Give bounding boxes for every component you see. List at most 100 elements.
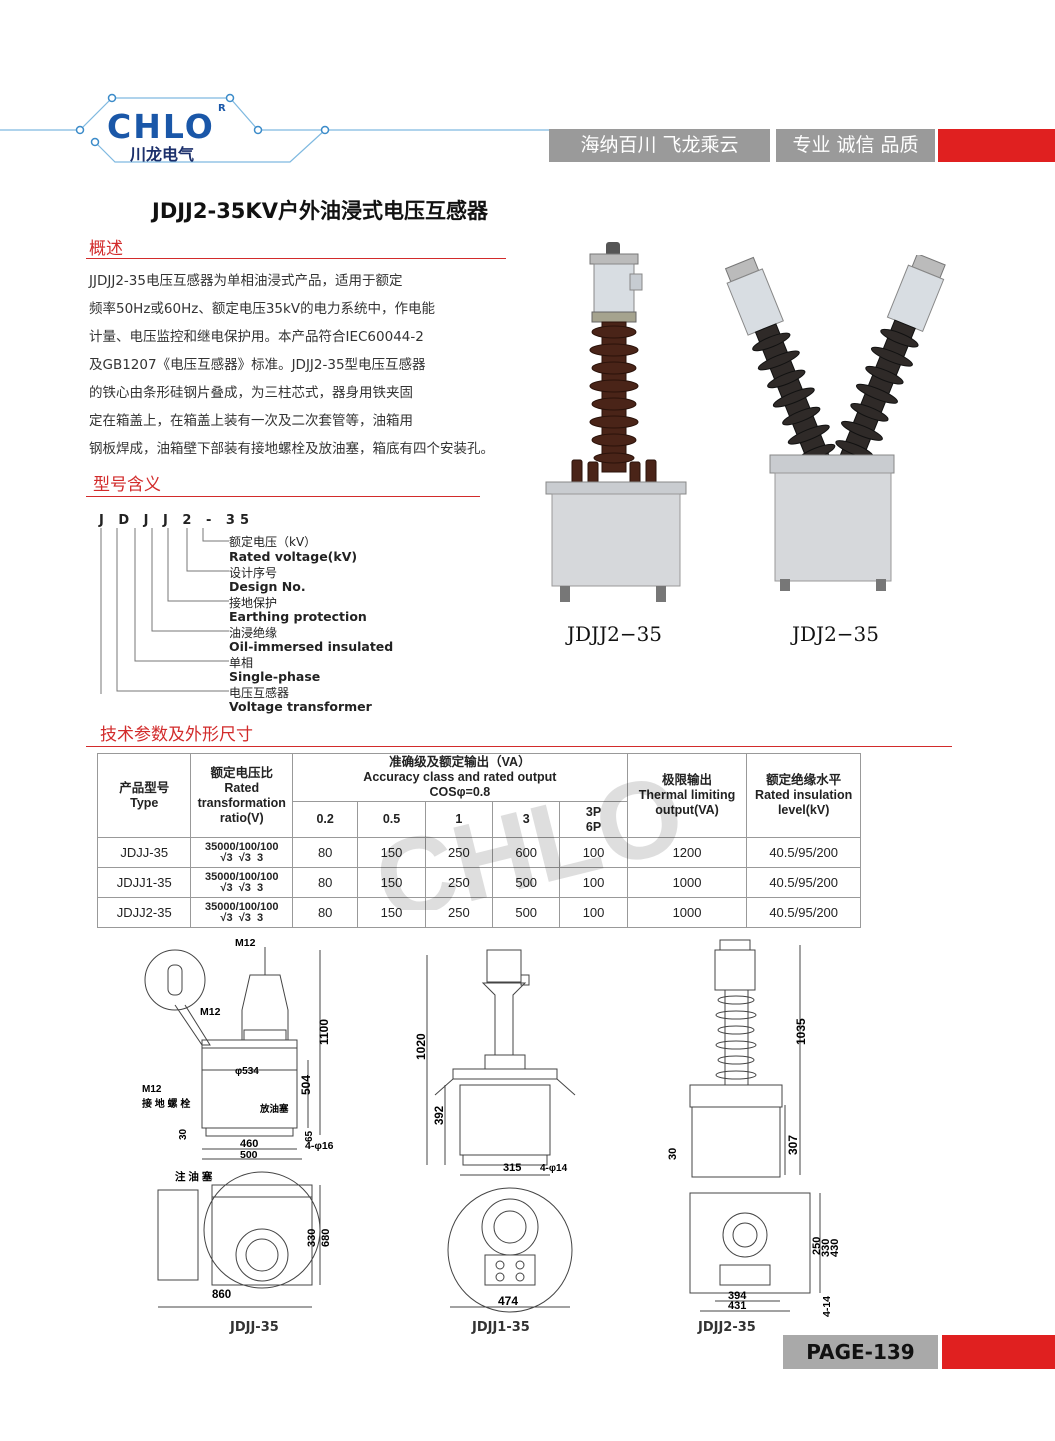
thermal-cell: 1200 [626, 837, 748, 868]
type-cell: JDJJ2-35 [96, 897, 192, 928]
header-text: Accuracy class and rated output [363, 770, 557, 784]
dim-label: 307 [786, 1135, 800, 1155]
dim-label: 392 [434, 1106, 446, 1125]
ratio-den: 3 [256, 851, 264, 864]
drawing-caption: JDJJ2-35 [698, 1320, 756, 1335]
overview-line: 定在箱盖上，在箱盖上装有一次及二次套管等，油箱用 [89, 413, 413, 429]
drawing-caption: JDJJ1-35 [472, 1320, 530, 1335]
col-ratio-header: 额定电压比 Rated transformation ratio(V) [190, 753, 294, 838]
overview-line: 钢板焊成，油箱壁下部装有接地螺栓及放油塞，箱底有四个安装孔。 [89, 441, 494, 457]
header-text: 极限输出 [662, 773, 713, 787]
ratio-den: √3 [220, 851, 233, 864]
ratio-num: 100 [238, 840, 258, 853]
value-cell: 80 [292, 897, 359, 928]
overview-line: 计量、电压监控和继电保护用。本产品符合IEC60044-2 [89, 329, 424, 345]
slogan-bar-1: 海纳百川 飞龙乘云 [549, 129, 770, 162]
dim-label: 504 [299, 1075, 313, 1095]
dim-label: 4-14 [821, 1296, 833, 1317]
ratio-cell: 35000/100/100 √3 √3 3 [190, 837, 294, 868]
photo-caption-jdj2: JDJ2−35 [792, 622, 880, 646]
header-text: level(kV) [777, 803, 830, 817]
header-text: Rated [224, 780, 260, 795]
drawing-jdjj2-35: 1035 307 30 394 431 430 330 250 4-14 [667, 939, 841, 1317]
header-text: 额定绝缘水平 [766, 773, 842, 787]
dim-label: 500 [240, 1149, 258, 1161]
insulation-cell: 40.5/95/200 [746, 867, 861, 898]
dim-label: 30 [178, 1128, 189, 1140]
overview-line: 频率50Hz或60Hz、额定电压35kV的电力系统中，作电能 [89, 301, 436, 317]
dim-label: 330 [820, 1239, 832, 1257]
model-item-en: Voltage transformer [229, 699, 372, 714]
dim-label: 250 [811, 1237, 823, 1255]
dim-label: M12 [235, 937, 256, 949]
type-cell: JDJJ-35 [96, 837, 192, 868]
ratio-num: 35000 [205, 900, 236, 913]
class-cell: 0.5 [357, 801, 426, 838]
table-row: JDJJ2-35 35000/100/100 √3 √3 3 80 150 25… [96, 897, 861, 928]
dim-label: 680 [320, 1229, 332, 1247]
dim-label: 接 地 螺 栓 [142, 1097, 190, 1110]
header-text: output(VA) [655, 803, 719, 817]
table-row: JDJJ1-35 35000/100/100 √3 √3 3 80 150 25… [96, 867, 861, 898]
ratio-num: 35000 [205, 870, 236, 883]
dim-label: 1100 [317, 1019, 331, 1045]
product-photo-jdj2 [724, 255, 946, 591]
model-item-cn: 单相 [229, 656, 254, 670]
model-item-en: Design No. [229, 579, 306, 594]
dim-label: 65 [304, 1130, 315, 1142]
header-text: 准确级及额定输出（VA） [389, 755, 531, 769]
logo-registered-mark: R [218, 103, 226, 114]
drawing-jdjj-35: M12 M12 M12 接 地 螺 栓 放油塞 φ534 460 500 4-φ… [142, 937, 334, 1308]
header-text: COSφ=0.8 [429, 785, 491, 799]
spec-table: 产品型号 Type 额定电压比 Rated transformation rat… [96, 753, 861, 928]
overview-heading: 概述 [89, 239, 123, 259]
model-code: J D J J 2 - 35 [99, 513, 254, 528]
watermark-text: CHLO [363, 751, 695, 910]
model-item-cn: 额定电压（kV） [229, 535, 317, 549]
value-cell: 80 [292, 837, 359, 868]
header-text: Rated insulation [755, 788, 853, 802]
dim-label: 315 [503, 1162, 521, 1174]
ratio-den: 3 [256, 881, 264, 894]
ratio-num: 100 [260, 900, 279, 913]
dim-label: 430 [829, 1239, 841, 1257]
model-item-en: Earthing protection [229, 609, 367, 624]
type-cell: JDJJ1-35 [96, 867, 192, 898]
value-cell: 150 [357, 897, 426, 928]
model-item-cn: 设计序号 [229, 566, 278, 580]
dim-label: 1020 [414, 1033, 428, 1060]
overview-line: 及GB1207《电压互感器》标准。JDJJ2-35型电压互感器 [89, 357, 426, 373]
header-red-block [938, 129, 1055, 162]
col-type-header: 产品型号 Type [96, 753, 192, 838]
ratio-num: 100 [260, 840, 279, 853]
model-item-cn: 电压互感器 [229, 686, 290, 700]
model-item-cn: 接地保护 [229, 596, 278, 610]
dim-label: 放油塞 [259, 1103, 289, 1115]
value-cell: 80 [292, 867, 359, 898]
dim-label: 330 [306, 1229, 318, 1247]
drawing-jdjj1-35: 1020 392 315 4-φ14 474 [414, 949, 576, 1313]
ratio-cell: 35000/100/100 √3 √3 3 [190, 897, 294, 928]
value-cell: 500 [492, 897, 561, 928]
product-photo-jdjj2 [545, 242, 687, 602]
model-underline [86, 496, 480, 497]
watermark-logo: CHLO [363, 751, 695, 910]
ratio-den: 3 [256, 911, 264, 924]
thermal-cell: 1000 [626, 897, 748, 928]
drawing-caption: JDJJ-35 [230, 1320, 279, 1335]
dim-label: 460 [240, 1138, 258, 1150]
header-text: 产品型号 [119, 780, 170, 795]
thermal-cell: 1000 [626, 867, 748, 898]
ratio-den: √3 [238, 851, 251, 864]
value-cell: 250 [424, 897, 494, 928]
insulation-cell: 40.5/95/200 [746, 837, 861, 868]
dim-label: 474 [498, 1294, 518, 1308]
ratio-den: √3 [220, 881, 233, 894]
ratio-den: √3 [220, 911, 233, 924]
footer-red-block [942, 1335, 1055, 1369]
dim-label: 注 油 塞 [175, 1170, 213, 1183]
value-cell: 100 [559, 897, 628, 928]
overview-text: JJDJJ2-35电压互感器为单相油浸式产品，适用于额定 频率50Hz或60Hz… [89, 267, 559, 463]
insulation-cell: 40.5/95/200 [746, 897, 861, 928]
header-text: transformation [197, 795, 286, 810]
